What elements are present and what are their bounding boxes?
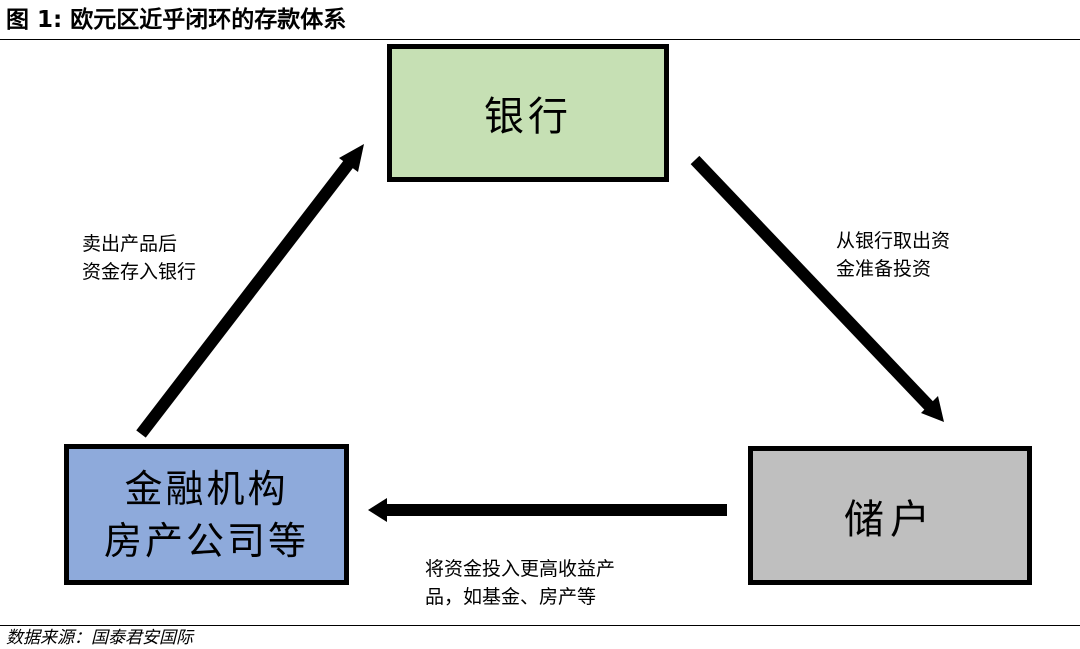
arrow-head-institutions-to-bank [339,144,364,172]
node-depositors-label: 储户 [844,496,936,543]
node-bank-label: 银行 [484,94,572,140]
arrow-shaft-bank-to-depositors [690,155,937,414]
node-depositors: 储户 [748,446,1032,585]
label-bank-to-depositors: 从银行取出资 金准备投资 [836,227,950,283]
label-institutions-to-bank-line1: 卖出产品后 [82,233,178,255]
label-depositors-to-institutions: 将资金投入更高收益产 品，如基金、房产等 [425,555,615,611]
title-divider [0,39,1080,40]
arrow-shaft-institutions-to-bank [136,158,355,438]
label-bank-to-depositors-line1: 从银行取出资 [836,230,951,252]
label-depositors-to-institutions-line2: 品，如基金、房产等 [425,586,597,608]
arrow-institutions-to-bank [136,144,364,438]
source-note: 数据来源：国泰君安国际 [6,628,193,648]
node-financial-institutions-text: 金融机构 房产公司等 [87,463,327,567]
node-bank: 银行 [387,44,669,182]
label-depositors-to-institutions-line1: 将资金投入更高收益产 [425,558,616,580]
label-institutions-to-bank: 卖出产品后 资金存入银行 [82,230,196,286]
label-bank-to-depositors-line2: 金准备投资 [836,258,932,280]
source-divider [0,625,1080,626]
label-institutions-to-bank-line2: 资金存入银行 [82,261,197,283]
arrow-depositors-to-institutions [368,498,727,522]
node-financial-institutions: 金融机构 房产公司等 [64,444,349,585]
figure-title: 图 1: 欧元区近乎闭环的存款体系 [6,7,347,33]
arrow-bank-to-depositors [690,155,944,422]
arrow-head-bank-to-depositors [921,396,944,422]
arrow-head-depositors-to-institutions [368,498,387,522]
node-financial-institutions-line1: 金融机构 [124,466,289,511]
node-financial-institutions-line2: 房产公司等 [103,518,309,563]
